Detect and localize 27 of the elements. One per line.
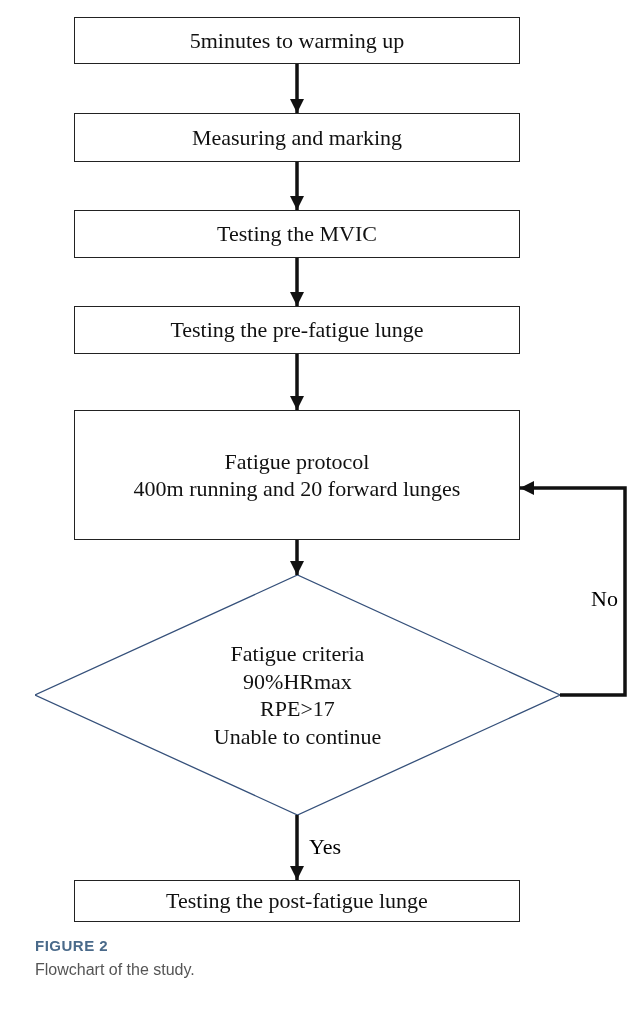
node-text: Unable to continue	[213, 722, 382, 750]
arrow	[290, 258, 304, 306]
process-box	[74, 306, 520, 354]
arrow	[290, 162, 304, 210]
process-box	[74, 410, 520, 540]
arrow	[520, 481, 627, 697]
node-text: Testing the post-fatigue lunge	[166, 887, 428, 915]
node-text: Testing the pre-fatigue lunge	[170, 316, 424, 344]
process-box	[74, 17, 520, 64]
arrow	[290, 540, 304, 575]
node-text: 400m running and 20 forward lunges	[133, 475, 461, 503]
figure-number: FIGURE 2	[35, 937, 109, 954]
figure-caption: Flowchart of the study.	[35, 961, 195, 979]
process-box	[74, 210, 520, 258]
arrow	[290, 64, 304, 113]
node-text: Fatigue criteria	[230, 640, 365, 668]
node-text: Fatigue protocol	[224, 447, 370, 475]
node-text: 5minutes to warming up	[189, 26, 405, 55]
decision-diamond	[35, 575, 560, 815]
node-text: Measuring and marking	[191, 123, 403, 152]
node-text: Testing the MVIC	[217, 220, 377, 248]
node-text: 90%HRmax	[243, 667, 352, 695]
arrow	[290, 815, 304, 880]
arrow	[290, 354, 304, 410]
node-text: RPE>17	[260, 695, 335, 723]
process-box	[74, 113, 520, 162]
process-box	[74, 880, 520, 922]
